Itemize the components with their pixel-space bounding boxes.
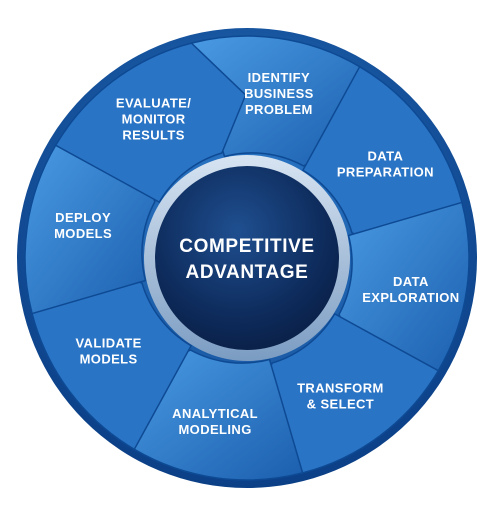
stage-segment [301,65,463,258]
stage-label-line: ANALYTICAL [172,406,258,421]
stage-label-line: IDENTIFY [248,70,310,85]
stage-label-line: PROBLEM [245,102,313,117]
hub [155,166,339,350]
stage-label-line: EVALUATE/ [116,96,191,111]
center-label: COMPETITIVE ADVANTAGE [179,236,314,283]
stage-label-line: TRANSFORM [297,380,384,395]
center-title: COMPETITIVE ADVANTAGE [179,236,314,283]
stage-label-line: & SELECT [307,396,374,411]
stage-label-line: EXPLORATION [362,290,459,305]
stage-segment [247,312,440,474]
stage-label-line: MONITOR [122,112,186,127]
stage-label-line: BUSINESS [244,86,314,101]
stage-label-line: DEPLOY [55,210,111,225]
stage-label-line: PREPARATION [337,165,434,180]
stage-label-line: MODELING [178,422,251,437]
stage-label-line: RESULTS [122,128,185,143]
stage-segments [24,35,470,481]
stage-label-line: DATA [393,274,429,289]
stage-label-line: MODELS [54,226,112,241]
stage-segment [338,201,470,373]
center-title-line: COMPETITIVE [179,236,314,257]
stage-segment [54,42,247,204]
stage-segment [190,35,362,167]
stage-label-line: MODELS [80,351,138,366]
stage-label-line: VALIDATE [75,335,141,350]
center-title-line: ADVANTAGE [186,262,309,283]
stage-label: TRANSFORM& SELECT [297,380,384,411]
stage-segment [24,143,156,315]
stage-segment [132,349,304,481]
stage-segment [31,258,193,451]
stage-label-line: DATA [368,149,404,164]
